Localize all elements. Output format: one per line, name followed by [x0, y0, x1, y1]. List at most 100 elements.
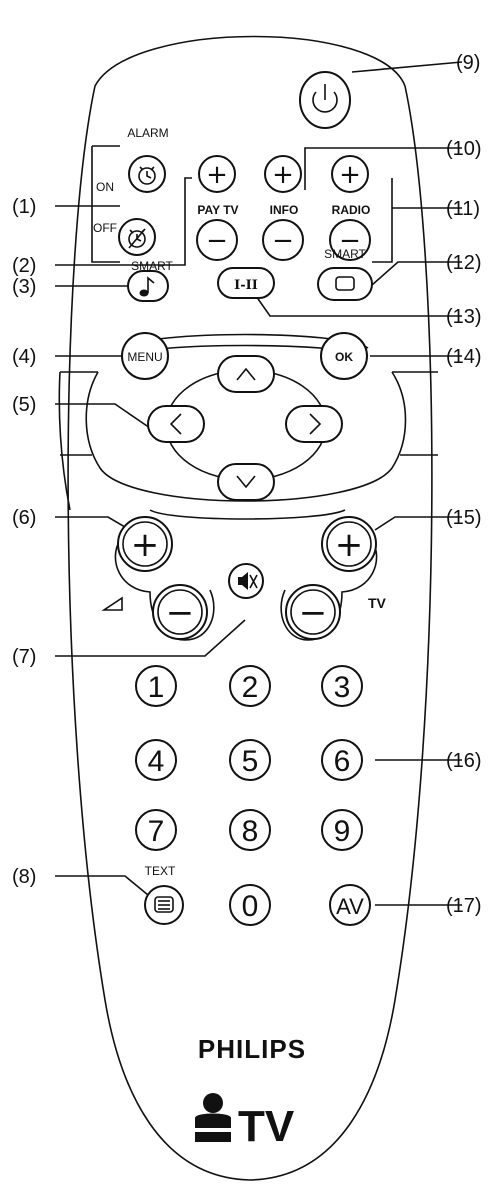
teletext-button[interactable] [144, 885, 184, 925]
digit-8-button[interactable]: 8 [229, 809, 271, 851]
volume-wedge-icon [101, 596, 123, 611]
menu-label: MENU [127, 350, 162, 364]
callout-12: (12) [446, 252, 482, 274]
callout-6: (6) [12, 507, 36, 529]
alarm-on-label: ON [96, 180, 114, 194]
digit-1-button[interactable]: 1 [135, 665, 177, 707]
digit-2-button[interactable]: 2 [229, 665, 271, 707]
ok-button[interactable]: OK [320, 332, 368, 380]
info-label: INFO [270, 203, 299, 217]
smart-sound-label: SMART [131, 259, 173, 273]
digit-label: 5 [242, 745, 259, 778]
callout-3: (3) [12, 276, 36, 298]
plus-glyph: + [131, 525, 160, 565]
callout-7: (7) [12, 646, 36, 668]
callout-9: (9) [456, 52, 480, 74]
alarm-on-button[interactable] [128, 155, 166, 193]
alarm-off-label: OFF [93, 221, 117, 235]
minus-glyph: − [166, 593, 195, 633]
callout-13: (13) [446, 306, 482, 328]
callout-16: (16) [446, 750, 482, 772]
digit-5-button[interactable]: 5 [229, 739, 271, 781]
callout-2: (2) [12, 255, 36, 277]
chevron-right-icon [309, 413, 322, 435]
radio-label: RADIO [332, 203, 371, 217]
callout-5: (5) [12, 394, 36, 416]
nav-right-button[interactable] [285, 405, 343, 443]
menu-button[interactable]: MENU [121, 332, 169, 380]
pay-tv-minus-button[interactable]: − [196, 219, 238, 261]
alarm-off-button[interactable] [118, 218, 156, 256]
volume-minus-button[interactable]: − [152, 584, 208, 640]
smart-sound-button[interactable] [127, 270, 169, 302]
plus-glyph: + [339, 160, 361, 190]
i-ii-label: I-II [234, 278, 258, 293]
nav-left-button[interactable] [147, 405, 205, 443]
digit-label: 6 [334, 745, 351, 778]
digit-4-button[interactable]: 4 [135, 739, 177, 781]
minus-glyph: − [206, 226, 228, 256]
digit-label: 7 [148, 815, 165, 848]
nav-up-button[interactable] [217, 355, 275, 393]
alarm-clock-icon [138, 166, 156, 185]
teletext-icon [154, 896, 174, 913]
digit-pad: 1 2 3 4 5 6 7 8 9 0 [135, 665, 363, 926]
person-icon [203, 1093, 223, 1113]
radio-minus-button[interactable]: − [329, 219, 371, 261]
callout-1: (1) [12, 196, 36, 218]
brand-name: PHILIPS [198, 1034, 306, 1064]
callout-17: (17) [446, 895, 482, 917]
leader-lines [55, 61, 463, 906]
digit-0-button[interactable]: 0 [229, 884, 271, 926]
callout-11: (11) [446, 198, 480, 220]
tv-logo-text: TV [238, 1102, 295, 1151]
ok-label: OK [335, 350, 353, 364]
digit-label: 4 [148, 745, 165, 778]
chevron-left-icon [169, 413, 182, 435]
alarm-clock-off-icon [128, 228, 146, 249]
digit-6-button[interactable]: 6 [321, 739, 363, 781]
mute-speaker-icon [238, 572, 258, 590]
minus-glyph: − [299, 593, 328, 633]
music-note-icon [139, 276, 155, 297]
tv-label: TV [368, 595, 387, 611]
smart-picture-label: SMART [324, 247, 366, 261]
digit-9-button[interactable]: 9 [321, 809, 363, 851]
minus-glyph: − [339, 226, 361, 256]
nav-down-button[interactable] [217, 463, 275, 501]
remote-body [67, 35, 433, 1181]
mute-button[interactable] [228, 563, 264, 599]
plus-glyph: + [335, 525, 364, 565]
digit-3-button[interactable]: 3 [321, 665, 363, 707]
av-label: AV [336, 894, 364, 919]
digit-label: 8 [242, 815, 259, 848]
i-ii-button[interactable]: I-II [217, 267, 275, 299]
info-plus-button[interactable]: + [264, 155, 302, 193]
callout-10: (10) [446, 138, 482, 160]
pay-tv-plus-button[interactable]: + [198, 155, 236, 193]
chevron-down-icon [236, 475, 256, 489]
info-minus-button[interactable]: − [262, 219, 304, 261]
digit-7-button[interactable]: 7 [135, 809, 177, 851]
smart-picture-button[interactable] [317, 267, 373, 301]
plus-glyph: + [272, 160, 294, 190]
power-icon [312, 91, 338, 113]
digit-label: 0 [242, 890, 259, 923]
av-button[interactable]: AV [329, 884, 371, 926]
plus-glyph: + [206, 160, 228, 190]
callouts: (1) (2) (3) (4) (5) (6) (7) (8) (9) (10)… [12, 52, 482, 917]
callout-14: (14) [446, 346, 482, 368]
tv-logo: TV [195, 1093, 295, 1151]
callout-15: (15) [446, 507, 482, 529]
alarm-label: ALARM [127, 126, 168, 140]
power-button[interactable] [299, 71, 351, 129]
programme-minus-button[interactable]: − [285, 584, 341, 640]
radio-plus-button[interactable]: + [331, 155, 369, 193]
pay-tv-label: PAY TV [197, 203, 238, 217]
digit-label: 2 [242, 671, 259, 704]
volume-plus-button[interactable]: + [117, 516, 173, 572]
digit-label: 3 [334, 671, 351, 704]
chevron-up-icon [236, 367, 256, 381]
programme-plus-button[interactable]: + [321, 516, 377, 572]
